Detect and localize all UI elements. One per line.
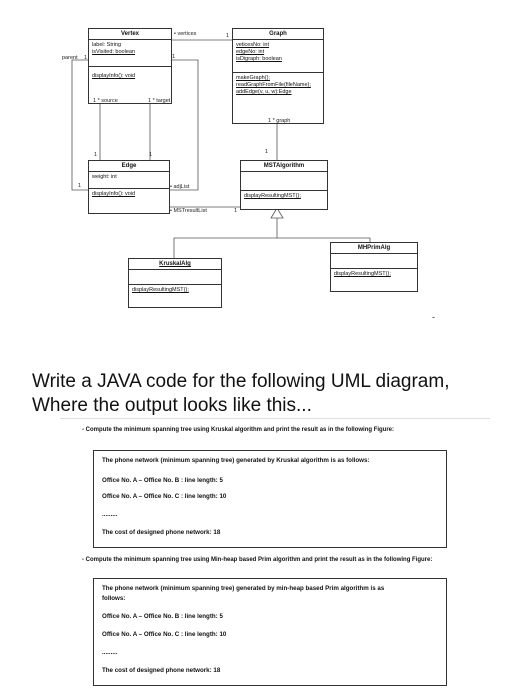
edge-attributes: weight: int xyxy=(89,172,169,189)
edge-op-displayinfo: displayInfo(): void xyxy=(92,191,136,197)
kruskal-output-line-4: ......... xyxy=(102,511,118,518)
adjlist-association xyxy=(168,59,199,191)
graph-class: Graph veticesNo: int edgeNo: int isDigra… xyxy=(232,28,324,124)
parent-label: parent xyxy=(62,55,78,61)
kruskalalg-class-name: KruskalAlg xyxy=(129,259,221,270)
mhprimalg-attributes xyxy=(331,254,417,269)
edge-parent-multiplicity: 1 xyxy=(78,183,82,189)
kruskal-output-box: The phone network (minimum spanning tree… xyxy=(93,450,447,548)
mst-graph-multiplicity: 1 xyxy=(265,149,269,155)
prim-output-line-3: Office No. A – Office No. C : line lengt… xyxy=(102,631,227,638)
graph-operations: makeGraph(); readGraphFromFile(fileName)… xyxy=(233,73,323,98)
graph-role-label: 1 * graph xyxy=(268,118,291,124)
vertex-op-displayinfo: displayInfo(): void xyxy=(92,73,136,79)
kruskalalg-attributes xyxy=(129,270,221,285)
graph-attr-verticesno: veticesNo: int xyxy=(236,42,270,48)
adjlist-label: • adjList xyxy=(170,184,190,190)
prim-output-box: The phone network (minimum spanning tree… xyxy=(93,578,447,686)
question-text: Write a JAVA code for the following UML … xyxy=(32,371,450,416)
vertex-attr-label: label: String xyxy=(92,42,122,48)
graph-attributes: veticesNo: int edgeNo: int isDigraph: bo… xyxy=(233,40,323,73)
vertex-class-name: Vertex xyxy=(89,29,171,40)
vertex-operations: displayInfo(): void xyxy=(89,67,171,82)
prim-output-line-1: The phone network (minimum spanning tree… xyxy=(102,585,385,602)
graph-multiplicity-label: 1 xyxy=(226,33,230,39)
kruskalalg-operations: displayResultingMST(); xyxy=(129,285,221,296)
graph-op-addedge: addEdge(v, u, w):Edge xyxy=(236,89,292,95)
vertex-class: Vertex label: String isVisited: boolean … xyxy=(88,28,172,104)
source-label: 1 * source xyxy=(93,98,118,104)
vertex-attributes: label: String isVisited: boolean xyxy=(89,40,171,67)
graph-attr-isdigraph: isDigraph: boolean xyxy=(236,56,282,62)
parent-multiplicity-label: 1 xyxy=(84,55,88,61)
edge-class-name: Edge xyxy=(89,161,169,172)
kruskal-output-line-2: Office No. A – Office No. B : line lengt… xyxy=(102,477,223,484)
edge-target-multiplicity: 1 xyxy=(149,152,153,158)
mhprimalg-class-name: MHPrimAlg xyxy=(331,243,417,254)
kruskal-task-text: - Compute the minimum spanning tree usin… xyxy=(82,427,395,433)
mhprimalg-class: MHPrimAlg displayResultingMST(); xyxy=(330,242,418,292)
edge-source-multiplicity: 1 xyxy=(94,152,98,158)
mstalgorithm-class: MSTAlgorithm displayResultingMST(); xyxy=(240,160,328,210)
kruskal-output-line-5: The cost of designed phone network: 18 xyxy=(102,529,221,536)
mstalgorithm-class-name: MSTAlgorithm xyxy=(241,161,327,172)
parent-association xyxy=(71,59,88,191)
vertices-label: • vertices xyxy=(174,31,197,37)
dash-mark: - xyxy=(432,312,435,322)
kruskal-output-line-3: Office No. A – Office No. C : line lengt… xyxy=(102,493,227,500)
mstresult-label: • MSTresultList xyxy=(170,208,207,214)
mstalgorithm-attributes xyxy=(241,172,327,191)
graph-op-readgraph: readGraphFromFile(fileName); xyxy=(236,82,311,88)
vertex-attr-isvisited: isVisited: boolean xyxy=(92,49,136,55)
prim-output-line-4: ......... xyxy=(102,649,118,656)
inheritance-arrowhead xyxy=(270,207,284,219)
mstalgorithm-operations: displayResultingMST(); xyxy=(241,191,327,202)
edge-class: Edge weight: int displayInfo(): void xyxy=(88,160,170,214)
target-label: 1 * target xyxy=(148,98,171,104)
graph-class-name: Graph xyxy=(233,29,323,40)
graph-op-makegraph: makeGraph(); xyxy=(236,75,270,81)
kruskal-output-line-1: The phone network (minimum spanning tree… xyxy=(102,457,370,464)
prim-output-line-5: The cost of designed phone network: 18 xyxy=(102,667,221,674)
vertex-multiplicity-label: 1 xyxy=(172,54,176,60)
mhprimalg-operations: displayResultingMST(); xyxy=(331,269,417,280)
prim-output-line-2: Office No. A – Office No. B : line lengt… xyxy=(102,613,223,620)
mstalgorithm-op-display: displayResultingMST(); xyxy=(244,193,301,199)
mhprimalg-op-display: displayResultingMST(); xyxy=(334,271,391,277)
kruskalalg-class: KruskalAlg displayResultingMST(); xyxy=(128,258,222,308)
edge-operations: displayInfo(): void xyxy=(89,189,169,200)
edge-attr-weight: weight: int xyxy=(92,174,117,180)
divider xyxy=(60,418,490,419)
graph-attr-edgeno: edgeNo: int xyxy=(236,49,265,55)
kruskalalg-op-display: displayResultingMST(); xyxy=(132,287,189,293)
prim-task-text: - Compute the minimum spanning tree usin… xyxy=(82,557,433,563)
mst-multiplicity-label: 1 xyxy=(234,208,238,214)
